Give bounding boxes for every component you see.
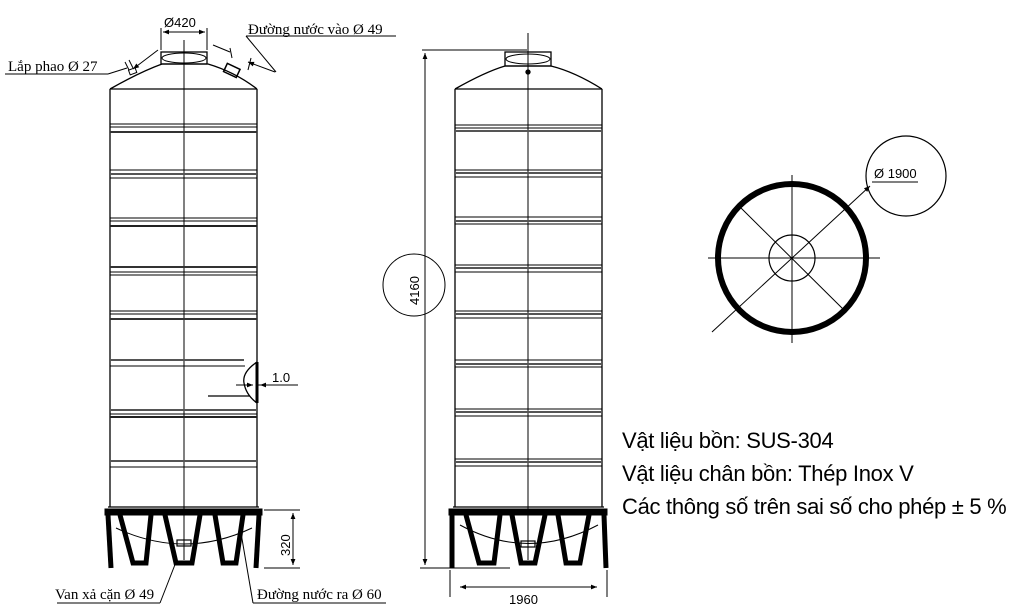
top-diameter-label: Ø 1900 [874, 166, 917, 181]
base-width-label: 1960 [509, 592, 538, 607]
side-view-dimensions [382, 49, 608, 597]
material-notes: Vật liệu bồn: SUS-304 Vật liệu chân bồn:… [622, 424, 1007, 523]
side-view-legs [448, 508, 609, 569]
front-view-labels: Ø420 Đường nước vào Ø 49 Lắp phao Ø 27 1… [8, 15, 383, 603]
inlet-label: Đường nước vào Ø 49 [248, 22, 383, 38]
drain-label: Van xả cặn Ø 49 [55, 587, 154, 603]
note-tolerance: Các thông số trên sai số cho phép ± 5 % [622, 494, 1007, 519]
note-leg-material: Vật liệu chân bồn: Thép Inox V [622, 461, 914, 486]
front-view-tank [108, 40, 259, 560]
front-view-legs [104, 508, 263, 569]
side-view-tank [453, 33, 604, 560]
note-tank-material: Vật liệu bồn: SUS-304 [622, 428, 834, 453]
thickness-label: 1.0 [272, 370, 290, 385]
outlet-label: Đường nước ra Ø 60 [257, 587, 382, 603]
leg-height-label: 320 [278, 534, 293, 556]
top-view [708, 135, 947, 343]
total-height-label: 4160 [407, 276, 422, 305]
float-label: Lắp phao Ø 27 [8, 59, 98, 75]
side-view-labels: 4160 1960 [407, 276, 538, 607]
front-view-dimensions [5, 28, 396, 604]
manhole-dim-label: Ø420 [164, 15, 196, 30]
